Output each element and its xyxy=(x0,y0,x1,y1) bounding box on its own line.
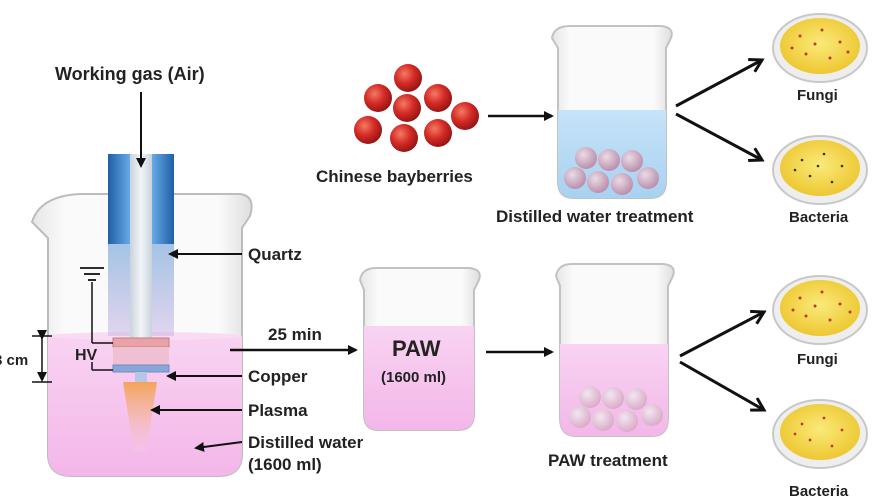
petri-dish-icon xyxy=(772,399,868,469)
plasma-label: Plasma xyxy=(248,401,308,420)
time-label: 25 min xyxy=(268,325,322,344)
petri-dish-icon xyxy=(772,275,868,345)
hv-label: HV xyxy=(75,347,98,364)
ground-symbol-icon xyxy=(80,267,104,281)
branch-arrow-bacteria-bottom-icon xyxy=(679,360,764,410)
treated-bayberries-water xyxy=(564,147,659,195)
bacteria-bottom-label: Bacteria xyxy=(789,483,849,500)
branch-arrow-fungi-bottom-icon xyxy=(679,312,764,358)
bayberry-icon-group xyxy=(354,64,479,152)
distilled-water-label: Distilled water xyxy=(248,433,364,452)
paw-treatment-label: PAW treatment xyxy=(548,451,668,470)
hv-circuit xyxy=(91,282,113,371)
distilled-treatment-label: Distilled water treatment xyxy=(496,207,694,226)
petri-dish-icon xyxy=(772,13,868,83)
fungi-top-label: Fungi xyxy=(797,87,838,104)
copper-electrode-top xyxy=(112,337,170,348)
working-gas-label: Working gas (Air) xyxy=(55,64,205,84)
bacteria-top-label: Bacteria xyxy=(789,209,849,226)
distance-dimension xyxy=(32,330,52,383)
branch-arrow-fungi-top-icon xyxy=(675,60,762,108)
bayberries-label: Chinese bayberries xyxy=(316,167,473,186)
quartz-label: Quartz xyxy=(248,245,302,264)
quartz-tube-icon xyxy=(108,154,174,382)
distance-label: 3 cm xyxy=(0,352,28,369)
paw-beaker-icon xyxy=(358,267,481,431)
paw-liquid xyxy=(364,326,474,430)
distilled-volume-label: (1600 ml) xyxy=(248,455,322,474)
branch-arrow-bacteria-top-icon xyxy=(675,112,762,160)
fungi-bottom-label: Fungi xyxy=(797,351,838,368)
water-arrow-icon xyxy=(194,441,243,452)
treated-bayberries-paw xyxy=(569,386,663,432)
paw-label: PAW xyxy=(392,336,441,361)
copper-electrode-bottom xyxy=(112,364,170,373)
petri-dish-icon xyxy=(772,135,868,205)
paw-volume-label: (1600 ml) xyxy=(381,369,446,386)
plasma-jet xyxy=(123,382,157,452)
copper-label: Copper xyxy=(248,367,308,386)
